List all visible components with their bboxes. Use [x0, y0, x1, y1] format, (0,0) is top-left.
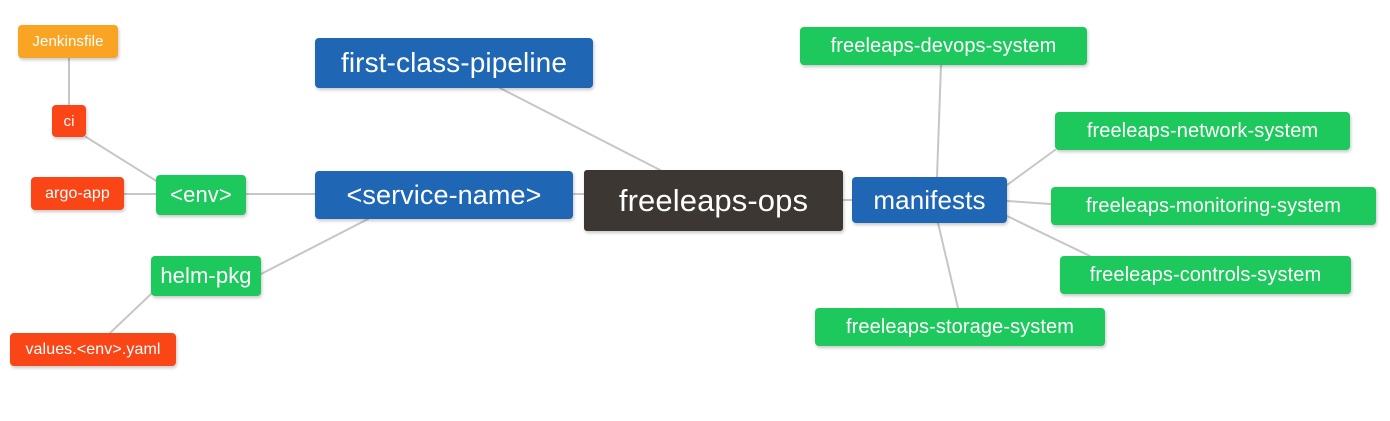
- edge-manifests-to-freeleaps-devops-system: [936, 64, 942, 178]
- edge-helm-pkg-to-values-yaml: [109, 293, 152, 334]
- node-freeleaps-monitoring-system[interactable]: freeleaps-monitoring-system: [1051, 187, 1376, 225]
- node-ci[interactable]: ci: [52, 105, 86, 137]
- node-label: freeleaps-network-system: [1086, 120, 1319, 142]
- node-freeleaps-devops-system[interactable]: freeleaps-devops-system: [800, 27, 1087, 65]
- node-freeleaps-controls-system[interactable]: freeleaps-controls-system: [1060, 256, 1351, 294]
- node-label: argo-app: [45, 184, 110, 202]
- edge-first-class-pipeline-to-freeleaps-ops: [499, 87, 661, 171]
- node-freeleaps-ops[interactable]: freeleaps-ops: [584, 170, 843, 231]
- node-label: <env>: [170, 182, 232, 207]
- node-jenkinsfile[interactable]: Jenkinsfile: [18, 25, 118, 58]
- node-label: first-class-pipeline: [340, 47, 568, 78]
- node-freeleaps-network-system[interactable]: freeleaps-network-system: [1055, 112, 1350, 150]
- node-env[interactable]: <env>: [156, 175, 246, 215]
- edge-manifests-to-freeleaps-monitoring-system: [1006, 200, 1052, 205]
- node-label: ci: [63, 112, 75, 130]
- edge-ci-to-env: [85, 136, 159, 183]
- node-label: freeleaps-monitoring-system: [1085, 195, 1341, 217]
- edge-service-name-to-helm-pkg: [260, 218, 369, 275]
- node-label: freeleaps-controls-system: [1089, 264, 1322, 286]
- node-label: Jenkinsfile: [32, 33, 104, 50]
- edge-manifests-to-freeleaps-network-system: [1006, 149, 1056, 186]
- node-manifests[interactable]: manifests: [852, 177, 1007, 223]
- node-label: helm-pkg: [160, 263, 252, 288]
- node-label: freeleaps-devops-system: [830, 35, 1057, 57]
- node-label: freeleaps-storage-system: [845, 316, 1075, 338]
- node-freeleaps-storage-system[interactable]: freeleaps-storage-system: [815, 308, 1105, 346]
- node-helm-pkg[interactable]: helm-pkg: [151, 256, 261, 296]
- node-service-name[interactable]: <service-name>: [315, 171, 573, 219]
- node-values-yaml[interactable]: values.<env>.yaml: [10, 333, 176, 366]
- node-first-class-pipeline[interactable]: first-class-pipeline: [315, 38, 593, 88]
- node-label: manifests: [873, 185, 986, 215]
- node-label: values.<env>.yaml: [25, 340, 161, 358]
- node-label: <service-name>: [346, 179, 542, 210]
- node-argo-app[interactable]: argo-app: [31, 177, 124, 210]
- edge-manifests-to-freeleaps-storage-system: [937, 222, 959, 309]
- node-label: freeleaps-ops: [618, 183, 809, 218]
